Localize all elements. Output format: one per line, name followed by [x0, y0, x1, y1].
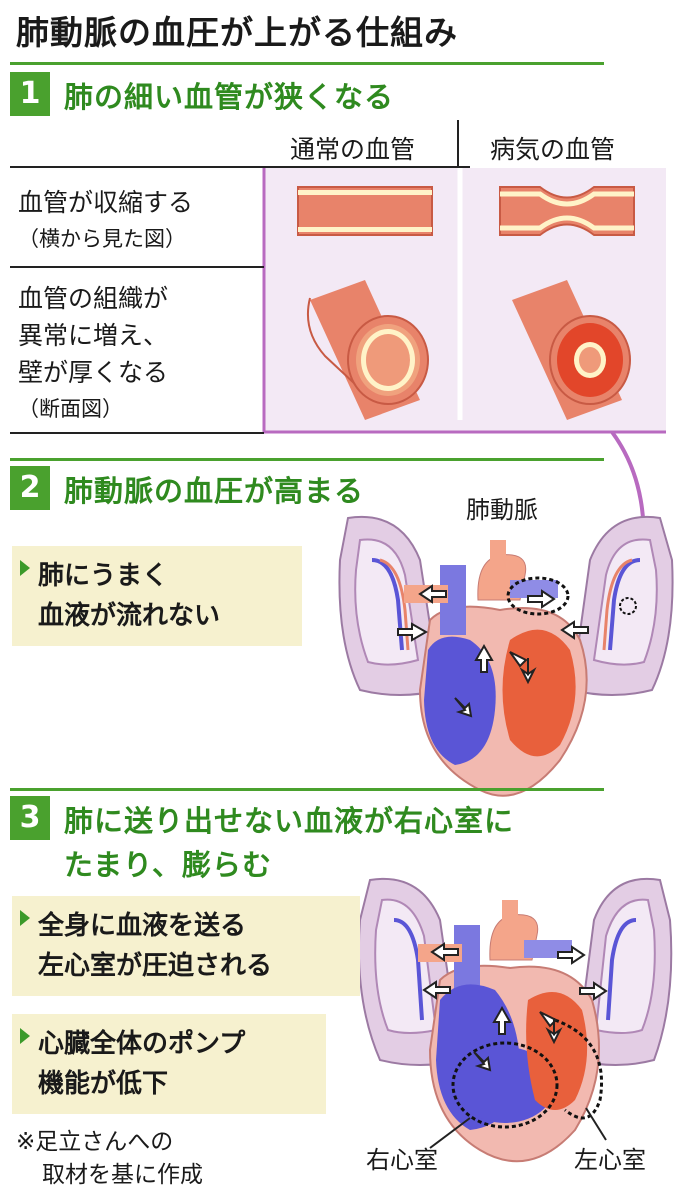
row-label-contraction: 血管が収縮する （横から見た図）	[18, 184, 193, 258]
section-3-rule	[10, 788, 604, 791]
row-label-contraction-line1: 血管が収縮する	[18, 188, 194, 217]
note-blood-flow-line2: 血液が流れない	[38, 601, 221, 631]
row-label-wall-line4: （断面図）	[18, 397, 123, 421]
page-title: 肺動脈の血圧が上がる仕組み	[16, 13, 458, 52]
row-label-wall: 血管の組織が 異常に増え、 壁が厚くなる （断面図）	[18, 280, 168, 428]
note-pump-function: 心臓全体のポンプ 機能が低下	[12, 1014, 326, 1114]
table-panel-border	[262, 168, 666, 434]
note-left-ventricle-line1: 全身に血液を送る	[38, 911, 247, 941]
row-label-wall-line3: 壁が厚くなる	[18, 358, 169, 387]
heart-diagram-1	[338, 515, 674, 797]
label-right-ventricle: 右心室	[366, 1146, 438, 1174]
note-blood-flow-line1: 肺にうまく	[38, 561, 169, 591]
section-1-rule	[10, 62, 604, 65]
note-pump-function-line1: 心臓全体のポンプ	[38, 1029, 246, 1059]
note-left-ventricle-line2: 左心室が圧迫される	[38, 951, 273, 981]
footnote-line1: ※足立さんへの	[16, 1129, 174, 1155]
column-header-disease: 病気の血管	[490, 135, 616, 164]
label-left-ventricle: 左心室	[574, 1146, 646, 1174]
diseased-vessel-side	[499, 186, 635, 236]
section-1-heading: 肺の細い血管が狭くなる	[64, 80, 395, 114]
section-3-number: 3	[10, 796, 50, 840]
note-pump-function-line2: 機能が低下	[38, 1069, 169, 1099]
bullet-triangle-icon	[20, 1028, 30, 1044]
section-3-heading-line1: 肺に送り出せない血液が右心室に	[64, 804, 515, 838]
bullet-triangle-icon	[20, 910, 30, 926]
row-label-contraction-line2: （横から見た図）	[18, 227, 186, 251]
section-2-number: 2	[10, 466, 50, 510]
section-1-number: 1	[10, 72, 50, 116]
label-pulmonary-artery: 肺動脈	[466, 496, 538, 524]
bullet-triangle-icon	[20, 560, 30, 576]
note-blood-flow: 肺にうまく 血液が流れない	[12, 546, 302, 646]
note-left-ventricle: 全身に血液を送る 左心室が圧迫される	[12, 896, 360, 996]
section-2-rule	[10, 458, 604, 461]
table-rule-mid	[10, 266, 264, 268]
table-rule-top	[10, 166, 470, 168]
footnote: ※足立さんへの 取材を基に作成	[16, 1126, 203, 1192]
row-label-wall-line1: 血管の組織が	[18, 284, 169, 313]
section-3-heading-line2: たまり、膨らむ	[64, 848, 272, 882]
column-header-normal: 通常の血管	[290, 135, 416, 164]
normal-vessel-side	[297, 186, 433, 236]
normal-vessel-cross	[306, 280, 429, 420]
heart-diagram-2	[357, 877, 673, 1163]
table-rule-bottom	[10, 432, 264, 434]
section-2-heading: 肺動脈の血圧が高まる	[64, 474, 365, 508]
row-label-wall-line2: 異常に増え、	[18, 321, 169, 350]
diseased-vessel-cross	[512, 280, 631, 420]
footnote-line2: 取材を基に作成	[42, 1162, 203, 1188]
